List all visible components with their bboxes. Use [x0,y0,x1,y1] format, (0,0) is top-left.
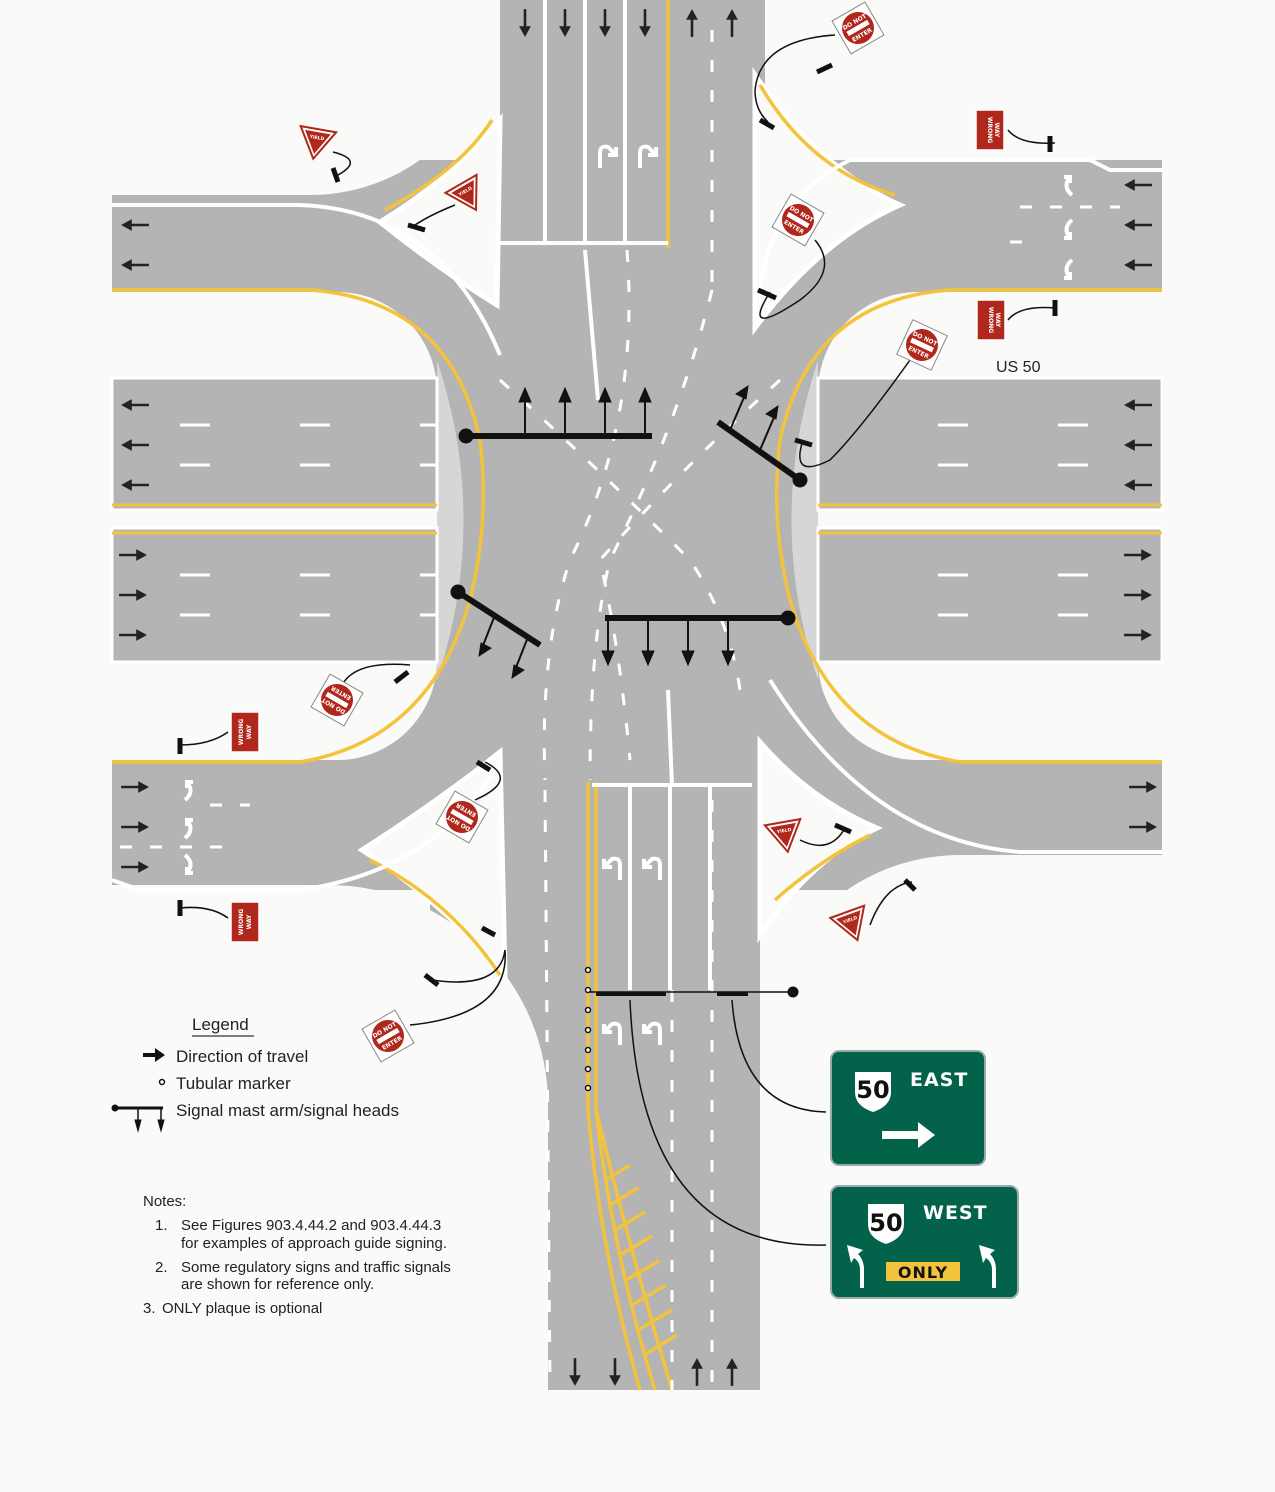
turn-arrow-markings [183,144,1074,1045]
wrong-way-sign: WRONG WAY [976,299,1006,341]
sign-leader-lines [177,34,1058,1246]
do-not-enter-sign: DO NOT ENTER [435,790,489,844]
svg-text:WRONG: WRONG [238,719,245,745]
only-plaque: ONLY [898,1263,948,1282]
us-route-shield-icon [855,1072,891,1112]
svg-text:are shown for reference only.: are shown for reference only. [181,1276,374,1293]
wrong-way-sign: WRONG WAY [230,711,260,753]
svg-text:EAST: EAST [910,1069,968,1091]
svg-text:WAY: WAY [246,724,253,739]
svg-text:Some regulatory signs and traf: Some regulatory signs and traffic signal… [181,1259,451,1276]
svg-text:WRONG: WRONG [986,117,993,143]
us50-label: US 50 [996,359,1041,376]
svg-text:Notes:: Notes: [143,1193,186,1210]
wrong-way-sign: WRONG WAY [975,109,1005,151]
do-not-enter-sign: DO NOT ENTER [831,1,885,55]
svg-text:Tubular marker: Tubular marker [176,1074,291,1093]
lane-arrows [119,9,1157,1386]
wrong-way-sign: WRONG WAY [230,901,260,943]
svg-text:ONLY plaque is optional: ONLY plaque is optional [162,1300,322,1317]
yield-sign: YIELD [294,125,338,163]
us50-mainline [110,376,1164,664]
svg-text:YIELD: YIELD [775,827,792,836]
svg-text:WEST: WEST [923,1202,988,1224]
svg-text:for examples of approach guide: for examples of approach guide signing. [181,1235,447,1252]
svg-text:Legend: Legend [192,1015,249,1034]
do-not-enter-sign: DO NOT ENTER [310,673,364,727]
guide-sign-east: 50 EAST [830,1050,986,1166]
svg-text:See Figures 903.4.44.2 and 903: See Figures 903.4.44.2 and 903.4.44.3 [181,1217,441,1234]
notes: Notes: 1. See Figures 903.4.44.2 and 903… [143,1193,451,1317]
svg-text:YIELD: YIELD [308,134,325,143]
svg-text:YIELD: YIELD [841,915,858,926]
tubular-marker-icon [158,1078,166,1086]
do-not-enter-signs: DO NOT ENTER DO NOT ENTER DO NOT ENTER D… [310,1,948,1063]
svg-text:50: 50 [869,1209,902,1237]
legend: Legend Direction of travel Tubular marke… [111,1015,399,1133]
svg-text:WAY: WAY [994,313,1001,328]
svg-text:2.: 2. [155,1259,168,1276]
svg-text:Direction of travel: Direction of travel [176,1047,308,1066]
yield-sign: YIELD [763,818,807,856]
guide-sign-west: 50 WEST ONLY [830,1185,1019,1299]
yield-sign: YIELD [444,173,493,220]
left-turn-arrow-icon [847,1245,864,1288]
do-not-enter-sign: DO NOT ENTER [771,193,825,247]
svg-text:3.: 3. [143,1300,156,1317]
direction-arrow-icon [143,1048,165,1062]
yield-signs: YIELD YIELD YIELD YIELD [294,125,876,948]
svg-text:Signal mast arm/signal heads: Signal mast arm/signal heads [176,1101,399,1120]
svg-text:1.: 1. [155,1217,168,1234]
do-not-enter-sign: DO NOT ENTER [361,1009,415,1063]
yield-sign: YIELD [829,904,876,948]
svg-text:WRONG: WRONG [238,909,245,935]
svg-text:WRONG: WRONG [987,307,994,333]
left-turn-arrow-icon [979,1245,996,1288]
us-route-shield-icon [868,1204,904,1244]
signal-mast-arm-icon [111,1104,165,1133]
channelizing-islands [357,66,907,982]
do-not-enter-sign: DO NOT ENTER [896,319,948,371]
svg-text:50: 50 [856,1076,889,1104]
pavement-markings [111,0,1162,1391]
svg-text:WAY: WAY [246,914,253,929]
svg-text:WAY: WAY [993,123,1000,138]
wrong-way-signs: WRONG WAY WRONG WAY WRONG WAY WRONG WAY [230,109,1006,943]
tubular-markers [584,966,592,1092]
signal-mast-arms [450,384,808,998]
right-arrow-icon [882,1122,935,1148]
